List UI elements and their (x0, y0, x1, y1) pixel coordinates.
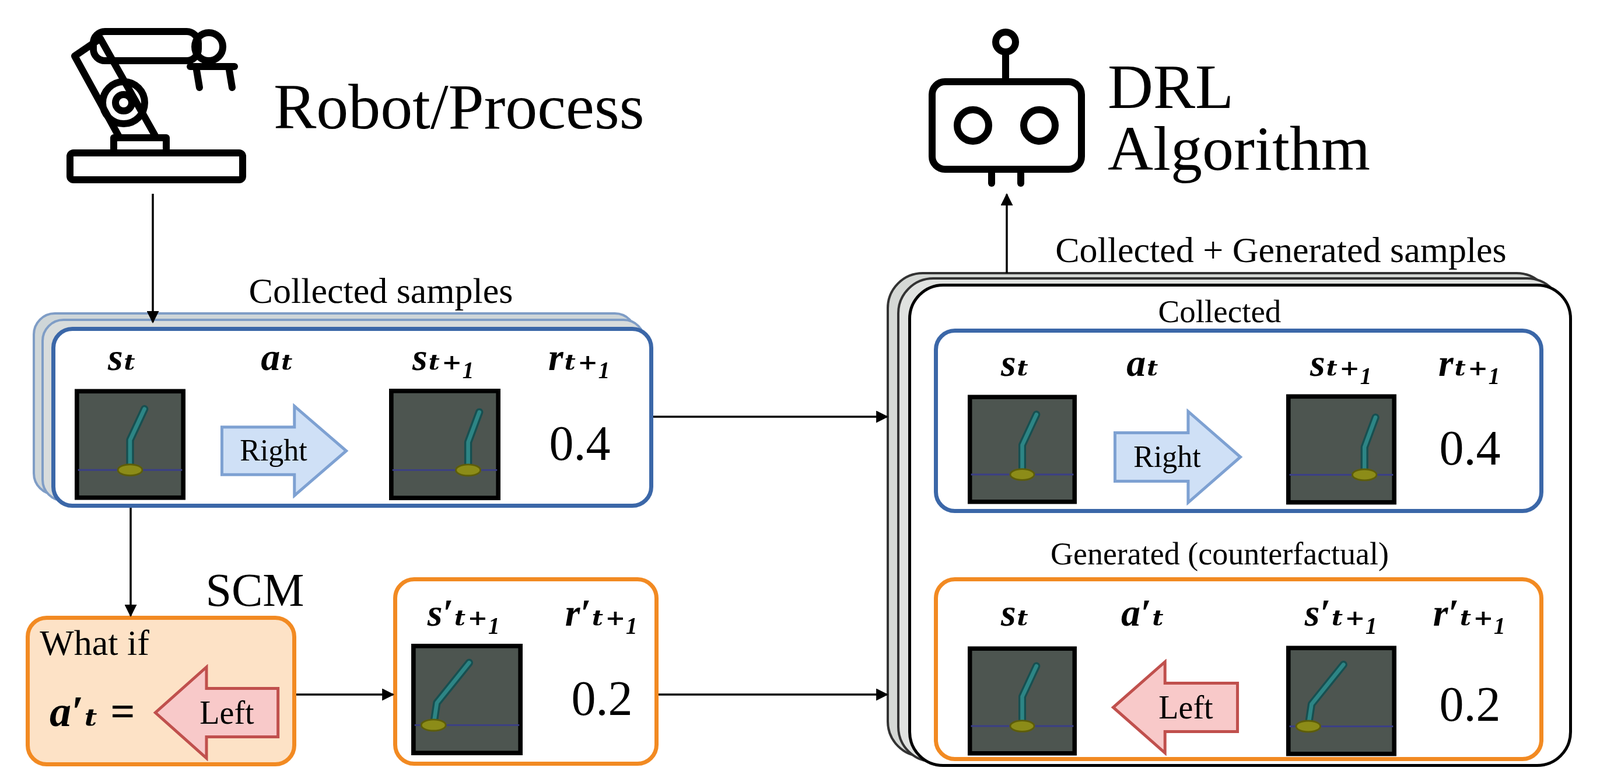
column-header: s′ₜ₊₁ (1304, 592, 1379, 633)
action-arrow: Right (219, 403, 349, 499)
action-text: Right (239, 434, 308, 467)
action-text: Left (1158, 690, 1213, 725)
column-header: aₜ (260, 336, 294, 377)
action-arrow: Left (1110, 658, 1241, 756)
column-header: s′ₜ₊₁ (427, 592, 502, 633)
box-heading: Generated (counterfactual) (1050, 537, 1389, 571)
scm-box: SCMWhat ifa′ₜ =Left (25, 615, 297, 766)
flow-arrow (129, 507, 132, 616)
column-header: r′ₜ₊₁ (1433, 592, 1508, 633)
icon-group: Robot/Process (58, 17, 677, 187)
cartpole-image (1288, 396, 1395, 502)
reward-value: 0.2 (571, 672, 633, 724)
column-header: aₜ (1126, 342, 1160, 383)
cartpole-image (970, 396, 1076, 502)
cartpole-image (970, 648, 1076, 754)
column-header: a′ₜ (1121, 592, 1166, 633)
action-text: Left (199, 695, 254, 730)
column-header: sₜ (1000, 592, 1031, 633)
cartpole-image (413, 645, 521, 753)
algorithm-label: DRL Algorithm (1107, 55, 1412, 180)
robot-arm-icon (69, 31, 243, 180)
column-header: sₜ (1000, 342, 1031, 383)
box-heading: Collected (1158, 294, 1282, 329)
reward-value: 0.4 (1439, 422, 1501, 474)
flow-arrow (151, 193, 154, 322)
cartpole-image (1288, 647, 1395, 754)
cartpole-image (76, 390, 184, 497)
column-header: sₜ₊₁ (412, 336, 476, 377)
column-header: rₜ₊₁ (548, 336, 612, 377)
action-variable: a′ₜ = (49, 688, 135, 735)
box-heading: Collected + Generated samples (1055, 230, 1507, 269)
box-heading: SCM (205, 565, 305, 615)
question-text: What if (39, 623, 150, 662)
column-header: r′ₜ₊₁ (565, 592, 640, 633)
column-header: sₜ (107, 336, 138, 377)
column-header: sₜ₊₁ (1310, 342, 1374, 383)
flow-arrow (296, 692, 394, 696)
reward-value: 0.4 (549, 417, 611, 469)
process-label: Robot/Process (273, 73, 645, 142)
action-text: Right (1133, 440, 1202, 474)
flow-arrow (1005, 194, 1008, 273)
reward-value: 0.2 (1439, 678, 1501, 730)
column-header: rₜ₊₁ (1438, 342, 1502, 383)
action-arrow: Right (1112, 408, 1244, 506)
action-arrow: Left (152, 663, 281, 761)
flow-arrow (653, 415, 888, 418)
cartpole-image (391, 390, 499, 498)
drl-robot-icon (932, 32, 1082, 184)
box-heading: Collected samples (249, 271, 514, 310)
flow-arrow (658, 692, 888, 696)
